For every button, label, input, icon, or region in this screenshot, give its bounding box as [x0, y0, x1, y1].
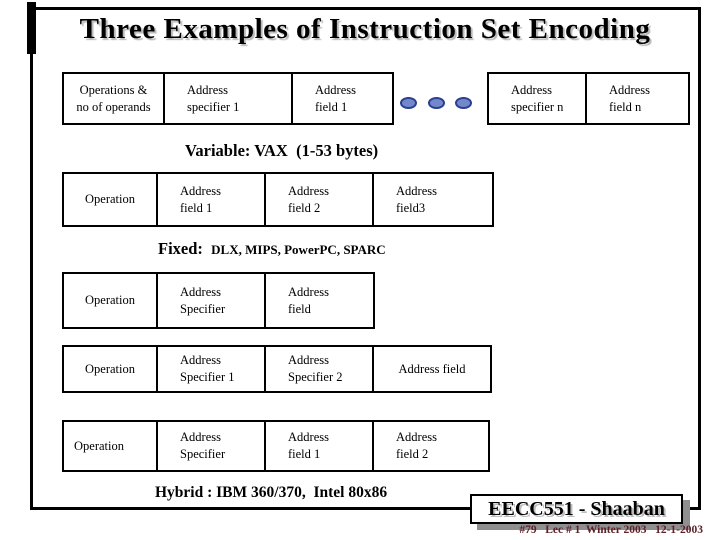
caption-fixed: Fixed: DLX, MIPS, PowerPC, SPARC — [158, 239, 386, 259]
field-box-address-field-1: Address field 1 — [156, 172, 266, 227]
ellipsis-dot — [427, 97, 445, 109]
variable-format-row: Operations & no of operands Address spec… — [62, 72, 394, 125]
slide-title: Three Examples of Instruction Set Encodi… — [79, 13, 651, 45]
slide-border-frame — [30, 7, 701, 510]
caption-variable-vax: Variable: VAX (1-53 bytes) — [185, 141, 379, 160]
field-box-address-specifier: Address Specifier — [156, 420, 266, 472]
hybrid-format-row-2: Operation Address Specifier 1 Address Sp… — [62, 345, 492, 393]
field-box-address-field: Address field — [264, 272, 375, 329]
caption-fixed-label: Fixed: — [158, 239, 212, 258]
ellipsis-dot — [400, 97, 417, 109]
field-box-operation: Operation — [62, 272, 158, 329]
field-box-address-specifier-1: Address specifier 1 — [163, 72, 293, 125]
hybrid-format-row-3: Operation Address Specifier Address fiel… — [62, 420, 490, 472]
variable-format-row-right: Address specifier n Address field n — [487, 72, 690, 125]
field-box-operation: Operation — [62, 420, 158, 472]
ellipsis-dots — [400, 97, 472, 109]
field-box-operation: Operation — [62, 345, 158, 393]
course-banner: EECC551 - Shaaban — [470, 494, 683, 524]
field-box-address-specifier-n: Address specifier n — [487, 72, 587, 125]
field-box-address-field-3: Address field3 — [372, 172, 494, 227]
field-box-address-specifier-1: Address Specifier 1 — [156, 345, 266, 393]
field-box-address-field-1: Address field 1 — [291, 72, 394, 125]
field-box-address-field-2: Address field 2 — [372, 420, 490, 472]
field-box-address-field-2: Address field 2 — [264, 172, 374, 227]
field-box-address-specifier-2: Address Specifier 2 — [264, 345, 374, 393]
field-box-operations: Operations & no of operands — [62, 72, 165, 125]
field-box-address-field-n: Address field n — [585, 72, 690, 125]
ellipsis-dot — [455, 97, 472, 109]
fixed-format-row: Operation Address field 1 Address field … — [62, 172, 494, 227]
hybrid-format-row-1: Operation Address Specifier Address fiel… — [62, 272, 375, 329]
field-box-operation: Operation — [62, 172, 158, 227]
field-box-address-specifier: Address Specifier — [156, 272, 266, 329]
field-box-address-field: Address field — [372, 345, 492, 393]
lecture-info: #79 Lec # 1 Winter 2003 12-1-2003 — [519, 524, 703, 536]
field-box-address-field-1: Address field 1 — [264, 420, 374, 472]
caption-hybrid: Hybrid : IBM 360/370, Intel 80x86 — [155, 484, 388, 501]
caption-fixed-systems: DLX, MIPS, PowerPC, SPARC — [211, 242, 386, 257]
